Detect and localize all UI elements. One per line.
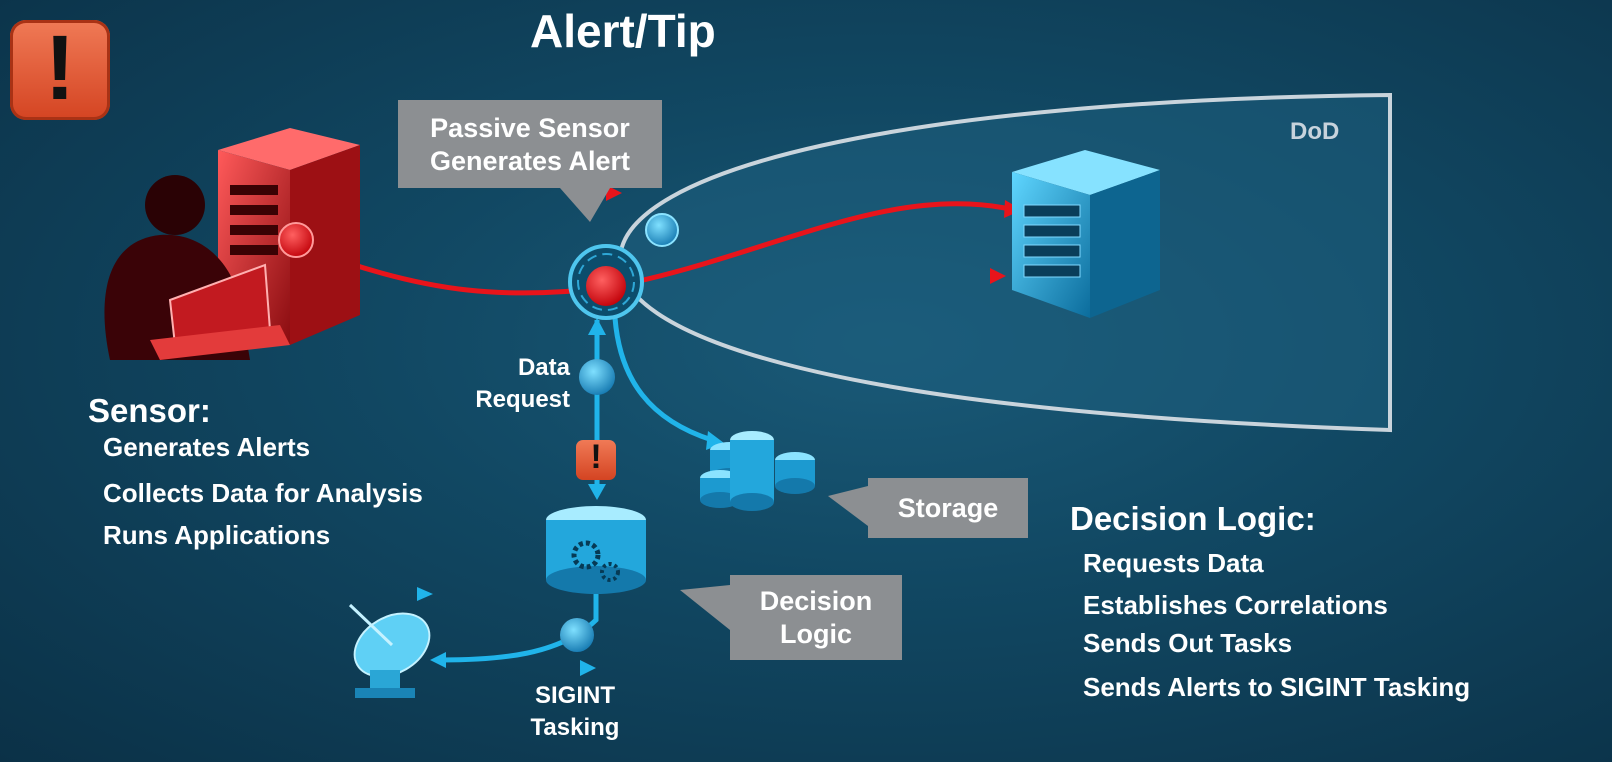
mini-alert-exclamation-icon: ! bbox=[576, 438, 616, 480]
sensor-hub-icon bbox=[568, 213, 679, 320]
sensor-item: Generates Alerts bbox=[103, 432, 311, 462]
decision-logic-item: Establishes Correlations bbox=[1083, 590, 1388, 620]
red-marker-top bbox=[606, 185, 622, 201]
decision-logic-item: Requests Data bbox=[1083, 548, 1264, 578]
tasking-arrowhead bbox=[430, 652, 446, 668]
sigint-tasking-label: SIGINT Tasking bbox=[530, 682, 620, 741]
dod-region bbox=[617, 92, 1392, 433]
sensor-item: Collects Data for Analysis bbox=[103, 478, 423, 508]
decision-logic-heading: Decision Logic: bbox=[1070, 500, 1316, 537]
storage-callout: Storage bbox=[868, 478, 1028, 538]
page-title: Alert/Tip bbox=[530, 5, 716, 57]
storage-arrowhead bbox=[706, 431, 724, 450]
sensor-heading: Sensor: bbox=[88, 392, 211, 429]
satellite-dish-icon bbox=[348, 603, 431, 698]
red-marker-dod bbox=[990, 268, 1006, 284]
database-cluster-icon bbox=[700, 431, 815, 511]
data-request-node bbox=[579, 359, 615, 395]
alert-exclamation-icon: ! bbox=[10, 17, 110, 120]
data-request-label: Data Request bbox=[475, 354, 570, 413]
storage-callout-pointer bbox=[828, 486, 868, 526]
data-request-arrow-down bbox=[588, 484, 606, 500]
gear-database-icon bbox=[546, 506, 646, 594]
data-request-arrow-up bbox=[588, 318, 606, 335]
decision-logic-item: Sends Out Tasks bbox=[1083, 628, 1293, 658]
decision-logic-callout: Decision Logic bbox=[730, 575, 902, 660]
blue-marker-sat bbox=[417, 587, 433, 601]
dod-region-label: DoD bbox=[1290, 118, 1340, 145]
blue-marker-tasking bbox=[580, 660, 596, 676]
sensor-item: Runs Applications bbox=[103, 520, 331, 550]
sensor-callout-pointer bbox=[560, 188, 610, 222]
decision-logic-item: Sends Alerts to SIGINT Tasking bbox=[1083, 672, 1471, 702]
hacker-silhouette-icon bbox=[104, 175, 290, 360]
passive-sensor-callout: Passive Sensor Generates Alert bbox=[398, 100, 662, 188]
tasking-node bbox=[560, 618, 594, 652]
decision-callout-pointer bbox=[680, 585, 730, 630]
storage-flow-line bbox=[612, 317, 713, 443]
blue-server-icon bbox=[1012, 150, 1160, 318]
